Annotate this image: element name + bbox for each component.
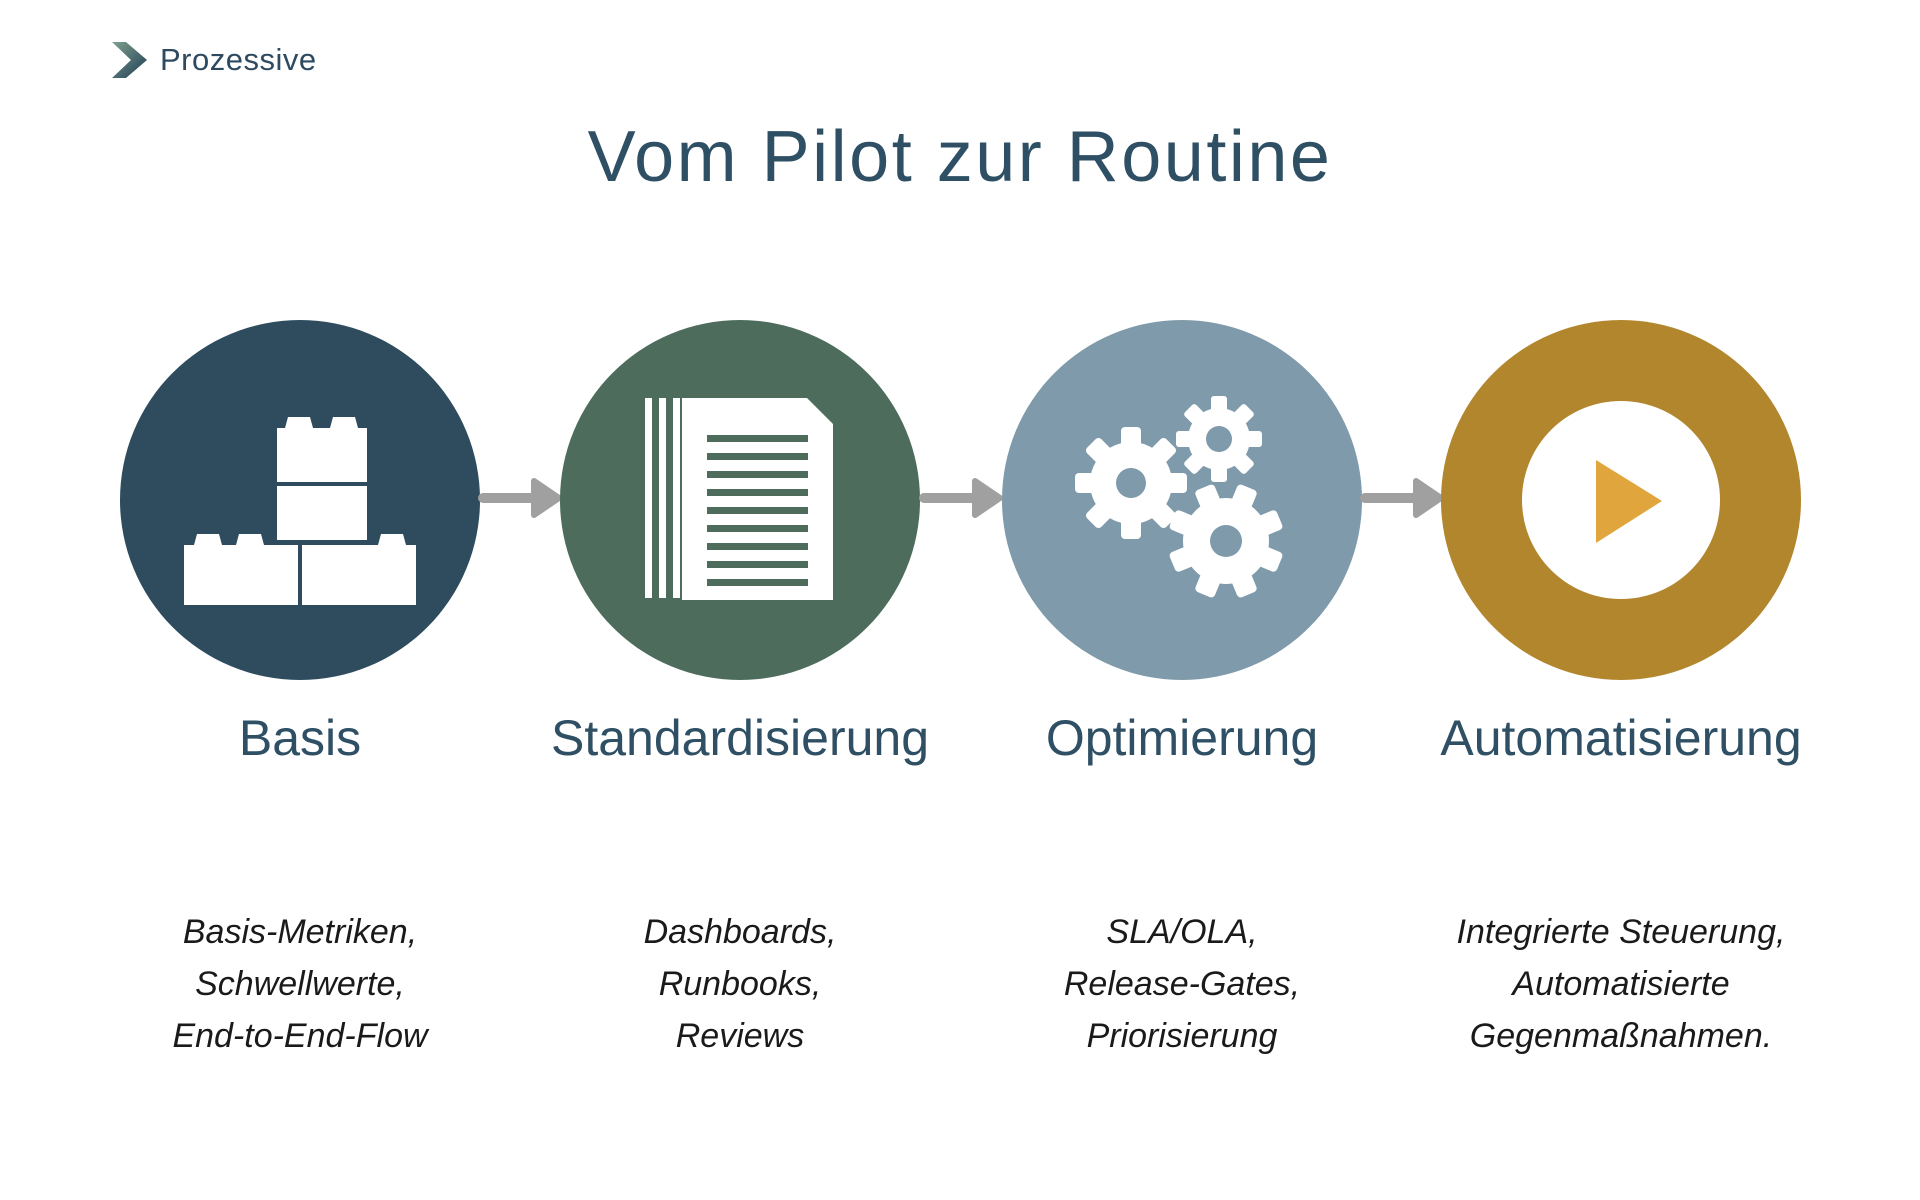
arrow-right-icon (478, 478, 562, 518)
stage-standardisierung-circle (560, 320, 920, 680)
stage-automatisierung: Automatisierung Integrierte Steuerung, A… (1401, 320, 1841, 1055)
stage-standardisierung-description: Dashboards, Runbooks, Reviews (480, 906, 1000, 1062)
documents-icon (560, 320, 920, 680)
stage-automatisierung-description: Integrierte Steuerung, Automatisierte Ge… (1361, 906, 1881, 1062)
arrow-right-icon (919, 478, 1003, 518)
description-line: Dashboards, (643, 913, 837, 951)
stage-optimierung-description: SLA/OLA, Release-Gates, Priorisierung (922, 906, 1442, 1062)
logo: Prozessive (110, 40, 317, 80)
logo-chevron-icon (112, 42, 147, 78)
description-line: SLA/OLA, (1106, 913, 1258, 951)
page-title: Vom Pilot zur Routine (587, 117, 1333, 197)
description-line: Basis-Metriken, (182, 913, 418, 951)
description-line: Gegenmaßnahmen. (1469, 1017, 1773, 1055)
description-line: Reviews (675, 1017, 805, 1055)
lego-bricks-icon (120, 320, 480, 680)
description-line: End-to-End-Flow (172, 1017, 428, 1055)
stage-basis: Basis Basis-Metriken, Schwellwerte, End-… (80, 320, 520, 1055)
arrow-right-icon (1360, 478, 1444, 518)
description-line: Integrierte Steuerung, (1456, 913, 1786, 951)
logo-text: Prozessive (160, 42, 317, 77)
stage-optimierung: Optimierung SLA/OLA, Release-Gates, Prio… (962, 320, 1402, 1055)
play-triangle (1596, 460, 1662, 543)
description-line: Runbooks, (658, 965, 822, 1003)
stage-basis-description: Basis-Metriken, Schwellwerte, End-to-End… (40, 906, 560, 1062)
gears-icon (1002, 320, 1362, 680)
stage-basis-label: Basis (238, 710, 362, 766)
play-icon (1441, 320, 1801, 680)
description-line: Priorisierung (1086, 1017, 1278, 1055)
stage-automatisierung-label: Automatisierung (1440, 710, 1802, 766)
stage-optimierung-label: Optimierung (1045, 710, 1319, 766)
stage-basis-circle (120, 320, 480, 680)
description-line: Automatisierte (1512, 965, 1730, 1003)
stage-optimierung-circle (1002, 320, 1362, 680)
description-line: Schwellwerte, (195, 965, 405, 1003)
stage-circle-background (1002, 320, 1362, 680)
stage-automatisierung-circle (1441, 320, 1801, 680)
stage-standardisierung: Standardisierung Dashboards, Runbooks, R… (520, 320, 960, 1055)
stage-standardisierung-label: Standardisierung (550, 710, 930, 766)
description-line: Release-Gates, (1063, 965, 1301, 1003)
